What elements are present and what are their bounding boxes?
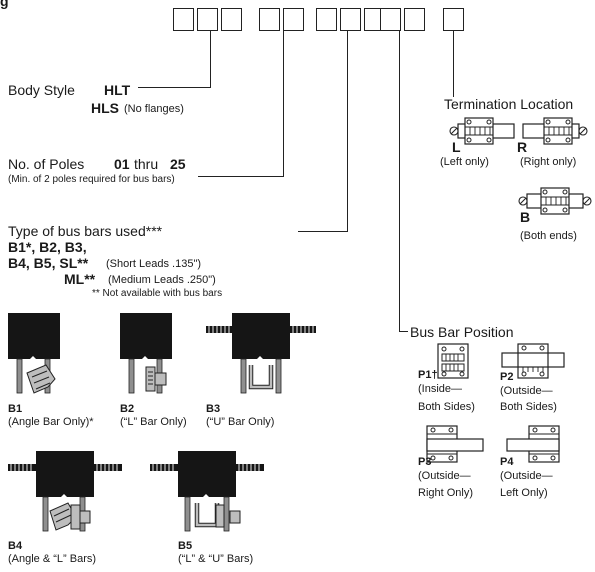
- bus-bar-type-line2: B4, B5, SL**: [8, 255, 89, 271]
- code-box: [404, 8, 425, 31]
- code-box: [259, 8, 280, 31]
- termination-left-figure: [449, 117, 515, 145]
- termination-both-caption: (Both ends): [520, 230, 577, 242]
- position-p2-line2: Both Sides): [500, 401, 557, 413]
- position-p3-code: P3: [418, 456, 432, 468]
- b2-code: B2: [120, 403, 135, 415]
- b2-caption: (“L” Bar Only): [120, 416, 187, 428]
- position-p1-line2: Both Sides): [418, 401, 475, 413]
- body-style-hlt: HLT: [104, 82, 131, 98]
- ml-code: ML**: [64, 271, 96, 287]
- leader-line: [298, 231, 348, 233]
- b1-code: B1: [8, 403, 23, 415]
- poles-note: (Min. of 2 poles required for bus bars): [8, 174, 175, 185]
- bus-bar-type-line1: B1*, B2, B3,: [8, 239, 87, 255]
- position-p2-figure: [501, 343, 565, 379]
- termination-left-caption: (Left only): [440, 156, 489, 168]
- position-p2-line1: (Outside—: [500, 385, 553, 397]
- leader-line: [347, 31, 349, 232]
- code-box: [197, 8, 218, 31]
- position-p3-line1: (Outside—: [418, 470, 471, 482]
- position-p3-figure: [426, 425, 484, 463]
- leader-line: [210, 31, 212, 88]
- b3-caption: (“U” Bar Only): [206, 416, 275, 428]
- code-box: [380, 8, 401, 31]
- header-title-fragment: g: [0, 0, 9, 9]
- termination-right-figure: [522, 117, 588, 145]
- poles-thru: thru: [134, 156, 159, 172]
- poles-label: No. of Poles: [8, 156, 85, 172]
- position-p2-code: P2: [500, 371, 514, 383]
- b3-code: B3: [206, 403, 221, 415]
- position-p4-code: P4: [500, 456, 514, 468]
- b5-l-and-u-bars-figure: [150, 451, 264, 532]
- ml-note: (Medium Leads .250"): [108, 274, 216, 286]
- position-p4-line1: (Outside—: [500, 470, 553, 482]
- position-p1-figure: [437, 343, 469, 379]
- termination-right-caption: (Right only): [520, 156, 577, 168]
- poles-range-to: 25: [170, 156, 186, 172]
- body-style-label: Body Style: [8, 82, 75, 98]
- bus-bar-footnote: ** Not available with bus bars: [92, 288, 223, 299]
- code-box: [340, 8, 361, 31]
- code-box: [283, 8, 304, 31]
- body-style-hls-note: (No flanges): [124, 103, 184, 115]
- code-box: [443, 8, 464, 31]
- position-p4-line2: Left Only): [500, 487, 548, 499]
- termination-label: Termination Location: [444, 96, 574, 112]
- termination-both-code: B: [520, 209, 531, 225]
- position-p3-line2: Right Only): [418, 487, 474, 499]
- b5-caption: (“L” & “U” Bars): [178, 553, 254, 565]
- b3-u-bar-figure: [206, 313, 316, 394]
- position-p1-line1: (Inside—: [418, 383, 463, 395]
- leader-line: [198, 176, 284, 178]
- code-box: [221, 8, 242, 31]
- termination-both-figure: [518, 187, 592, 215]
- leader-line: [399, 331, 408, 333]
- termination-right-code: R: [517, 139, 528, 155]
- b1-caption: (Angle Bar Only)*: [8, 416, 94, 428]
- b5-code: B5: [178, 540, 193, 552]
- body-style-hls: HLS: [91, 100, 119, 116]
- bus-bar-position-label: Bus Bar Position: [410, 324, 514, 340]
- poles-range-from: 01: [114, 156, 130, 172]
- b4-angle-and-l-bars-figure: [8, 451, 122, 532]
- code-box: [316, 8, 337, 31]
- b2-l-bar-figure: [120, 313, 172, 394]
- position-p4-figure: [506, 425, 560, 463]
- b4-code: B4: [8, 540, 23, 552]
- b4-caption: (Angle & “L” Bars): [8, 553, 97, 565]
- code-box: [173, 8, 194, 31]
- leader-line: [453, 31, 455, 97]
- position-p1-code: P1†: [418, 369, 438, 381]
- leader-line: [399, 31, 401, 332]
- b1-angle-bar-figure: [8, 313, 60, 394]
- bus-bar-type-label: Type of bus bars used***: [8, 223, 163, 239]
- leader-line: [283, 31, 285, 177]
- termination-left-code: L: [452, 139, 461, 155]
- sl-note: (Short Leads .135"): [106, 258, 202, 270]
- leader-line: [138, 87, 211, 89]
